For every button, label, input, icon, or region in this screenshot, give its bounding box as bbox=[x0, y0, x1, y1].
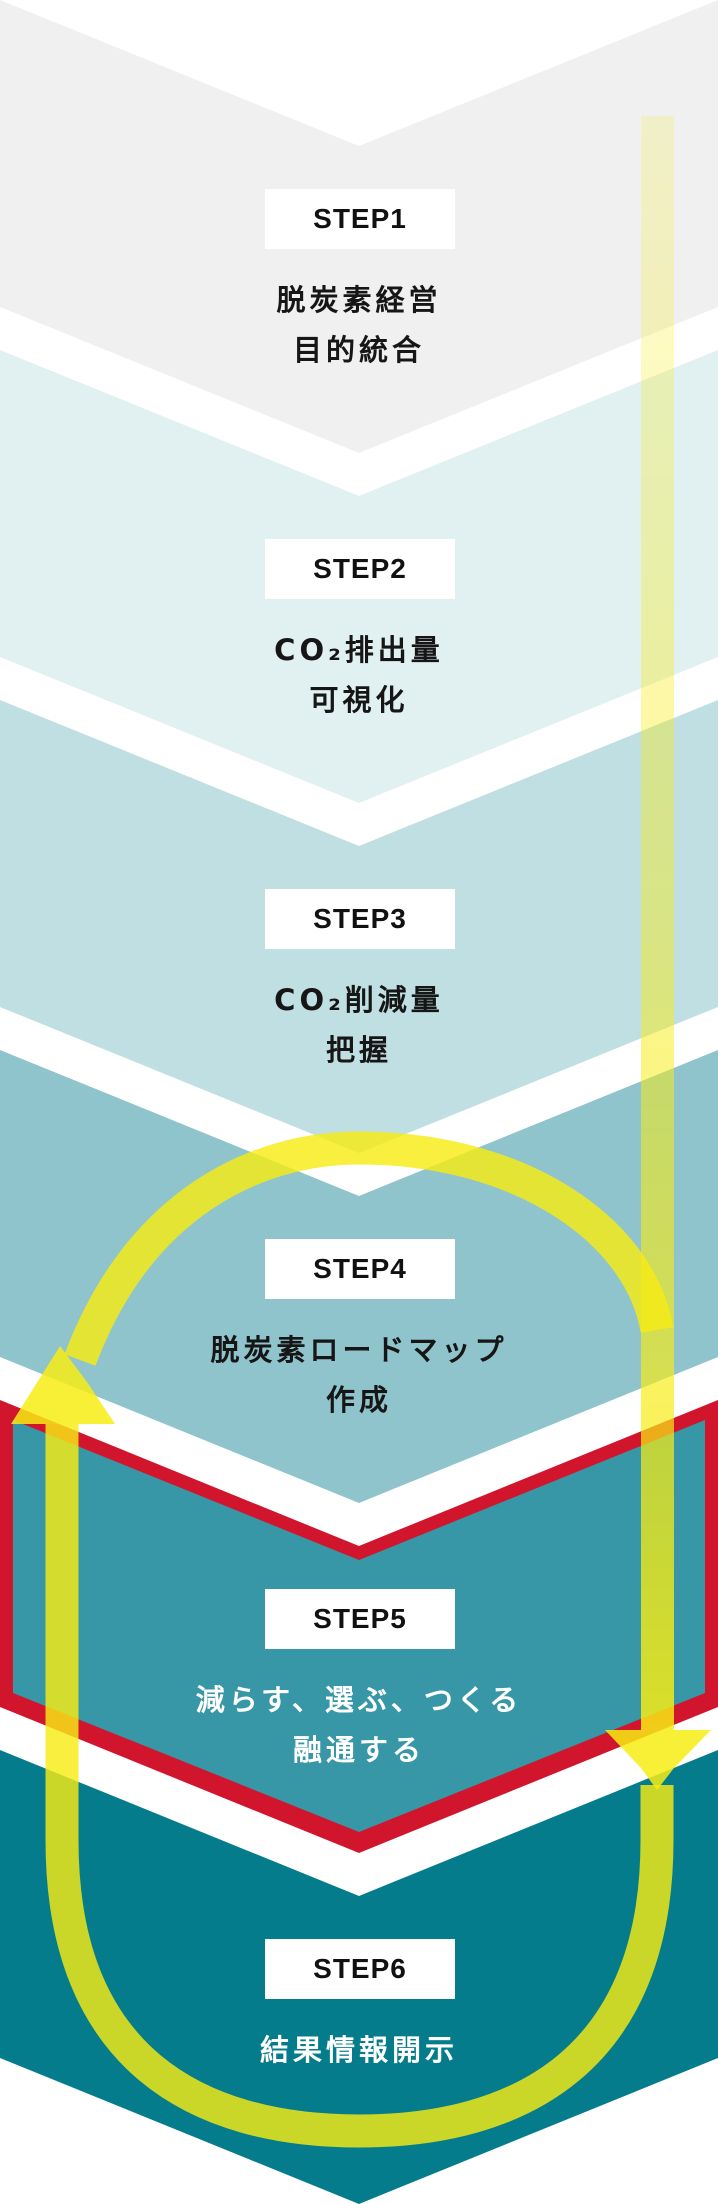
step-badge: STEP2 bbox=[265, 539, 455, 599]
step-title-line: 把握 bbox=[325, 1033, 392, 1067]
step-badge: STEP5 bbox=[265, 1589, 455, 1649]
step-title-line: CO₂削減量 bbox=[274, 983, 444, 1017]
step-title-line: 減らす、選ぶ、つくる bbox=[195, 1683, 523, 1717]
step-title-line: 作成 bbox=[325, 1383, 392, 1417]
step-badge: STEP6 bbox=[265, 1939, 455, 1999]
step-badge: STEP4 bbox=[265, 1239, 455, 1299]
step-title-line: 脱炭素経営 bbox=[276, 283, 442, 317]
step-title-line: 脱炭素ロードマップ bbox=[210, 1333, 508, 1367]
step-title-line: 融通する bbox=[292, 1733, 425, 1767]
step-title-line: 目的統合 bbox=[292, 333, 425, 367]
step-badge: STEP3 bbox=[265, 889, 455, 949]
step-title-line: 結果情報開示 bbox=[259, 2033, 458, 2067]
step-title-line: CO₂排出量 bbox=[274, 633, 444, 667]
step-title-line: 可視化 bbox=[309, 683, 409, 717]
step-badge: STEP1 bbox=[265, 189, 455, 249]
